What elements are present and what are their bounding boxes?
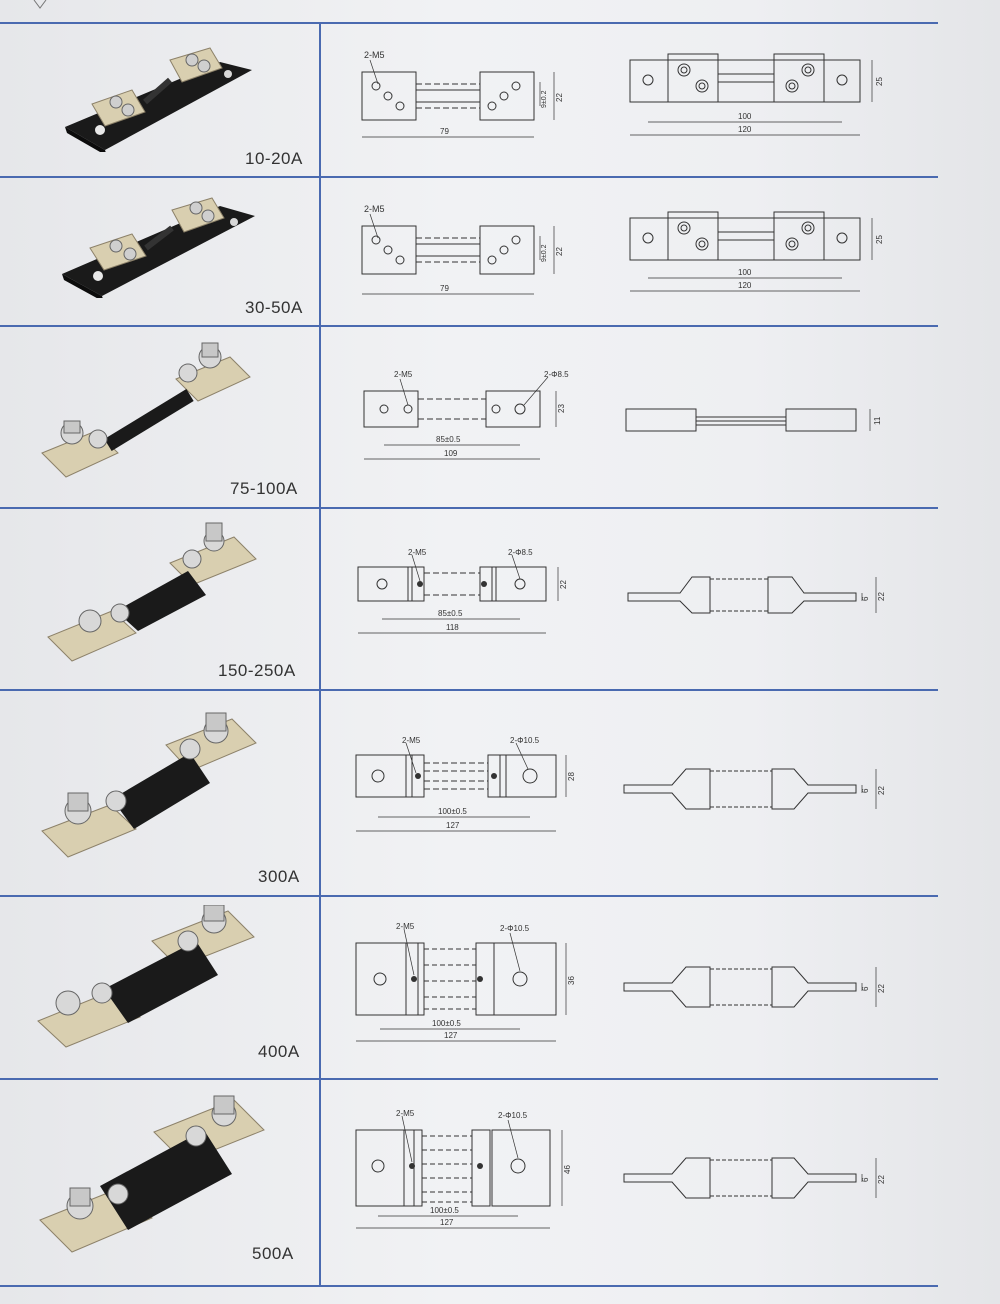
rating-label: 400A [258, 1042, 300, 1061]
inner-dim: 100 [738, 268, 752, 277]
side-thickness-dim: 6 [861, 596, 870, 601]
row-divider [0, 895, 938, 897]
shunt-photo [37, 905, 255, 1048]
rating-label: 300A [258, 867, 300, 886]
shunt-photo [39, 1095, 265, 1253]
thread-label: 2-M5 [394, 370, 413, 379]
row-divider [0, 325, 938, 327]
row-divider [0, 176, 938, 178]
length-dim: 127 [446, 821, 460, 830]
side-drawing: 11 [625, 408, 882, 432]
height-dim: 22 [555, 247, 564, 256]
rating-label: 500A [252, 1244, 294, 1263]
shunt-photo [41, 342, 251, 478]
thread-label: 2-M5 [408, 548, 427, 557]
row-divider [0, 507, 938, 509]
shunt-row-400a: 400A 2-M5 2-Φ10.5 100±0.5 127 36 [0, 897, 938, 1078]
row-divider [0, 689, 938, 691]
side-height-dim: 22 [877, 1175, 886, 1184]
length-dim: 127 [440, 1218, 454, 1227]
top-drawing: 100 120 25 [629, 211, 884, 292]
row-divider [0, 22, 938, 24]
shunt-row-300a: 300A 2-M5 2-Φ10.5 100±0.5 127 28 [0, 691, 938, 895]
side-drawing: 6 22 [623, 966, 886, 1008]
top-height-dim: 25 [875, 235, 884, 244]
front-drawing: 2-M5 79 22 9±0.2 [361, 204, 564, 295]
side-thickness-dim: 6 [861, 1177, 870, 1182]
inner-dim: 85±0.5 [436, 435, 461, 444]
length-dim: 118 [446, 623, 459, 632]
hole-label: 2-Φ10.5 [510, 736, 540, 745]
hole-label: 2-Φ10.5 [500, 924, 530, 933]
shunt-row-500a: 500A 2-M5 2-Φ10.5 100±0.5 127 4 [0, 1080, 938, 1285]
inner-dim: 100 [738, 112, 752, 121]
shunt-photo [47, 522, 257, 662]
side-thickness-dim: 6 [861, 788, 870, 793]
front-drawing: 2-M5 2-Φ10.5 100±0.5 127 46 [355, 1109, 572, 1229]
hole-label: 2-Φ8.5 [508, 548, 533, 557]
front-drawing: 2-M5 2-Φ10.5 100±0.5 127 28 [355, 736, 576, 832]
length-dim: 79 [440, 284, 449, 293]
thread-label: 2-M5 [364, 204, 385, 214]
shunt-row-10-20a: 10-20A 2-M5 79 22 9±0.2 [0, 24, 938, 176]
inner-dim: 100±0.5 [430, 1206, 459, 1215]
height-dim: 46 [563, 1165, 572, 1174]
shunt-photo [65, 47, 252, 152]
column-divider [319, 22, 321, 1285]
rating-label: 30-50A [245, 298, 303, 317]
height-dim: 23 [557, 404, 566, 413]
offset-dim: 9±0.2 [541, 90, 548, 108]
side-height-dim: 11 [873, 416, 882, 425]
front-drawing: 2-M5 79 22 9±0.2 [361, 50, 564, 138]
hole-label: 2-Φ10.5 [498, 1111, 528, 1120]
side-drawing: 6 22 [623, 768, 886, 810]
rating-label: 75-100A [230, 479, 298, 498]
front-drawing: 2-M5 2-Φ8.5 85±0.5 118 22 [357, 548, 568, 634]
height-dim: 36 [567, 976, 576, 985]
hole-label: 2-Φ8.5 [544, 370, 569, 379]
front-drawing: 2-M5 2-Φ8.5 85±0.5 109 23 [363, 370, 569, 460]
side-drawing: 6 22 [627, 576, 886, 614]
height-dim: 22 [555, 93, 564, 102]
shunt-row-30-50a: 30-50A 2-M5 79 22 9±0.2 [0, 178, 938, 325]
top-drawing: 100 120 25 [629, 53, 884, 136]
length-dim: 127 [444, 1031, 458, 1040]
shunt-row-75-100a: 75-100A 2-M5 2-Φ8.5 85±0.5 109 23 [0, 327, 938, 507]
outer-dim: 120 [738, 281, 752, 290]
length-dim: 79 [440, 127, 449, 136]
front-drawing: 2-M5 2-Φ10.5 100±0.5 127 36 [355, 922, 576, 1042]
side-thickness-dim: 6 [861, 986, 870, 991]
rating-label: 10-20A [245, 149, 303, 168]
corner-mark-icon [33, 0, 47, 9]
side-height-dim: 22 [877, 592, 886, 601]
thread-label: 2-M5 [396, 922, 415, 931]
rating-label: 150-250A [218, 661, 296, 680]
row-divider [0, 1285, 938, 1287]
outer-dim: 120 [738, 125, 752, 134]
length-dim: 109 [444, 449, 458, 458]
inner-dim: 100±0.5 [438, 807, 467, 816]
height-dim: 28 [567, 772, 576, 781]
side-height-dim: 22 [877, 786, 886, 795]
top-height-dim: 25 [875, 77, 884, 86]
thread-label: 2-M5 [402, 736, 421, 745]
thread-label: 2-M5 [396, 1109, 415, 1118]
shunt-row-150-250a: 150-250A 2-M5 2-Φ8.5 85±0.5 118 22 [0, 509, 938, 689]
offset-dim: 9±0.2 [541, 244, 548, 262]
shunt-photo [62, 197, 255, 298]
inner-dim: 100±0.5 [432, 1019, 461, 1028]
side-height-dim: 22 [877, 984, 886, 993]
height-dim: 22 [559, 580, 568, 589]
inner-dim: 85±0.5 [438, 609, 463, 618]
thread-label: 2-M5 [364, 50, 385, 60]
row-divider [0, 1078, 938, 1080]
side-drawing: 6 22 [623, 1157, 886, 1199]
shunt-photo [41, 712, 257, 858]
